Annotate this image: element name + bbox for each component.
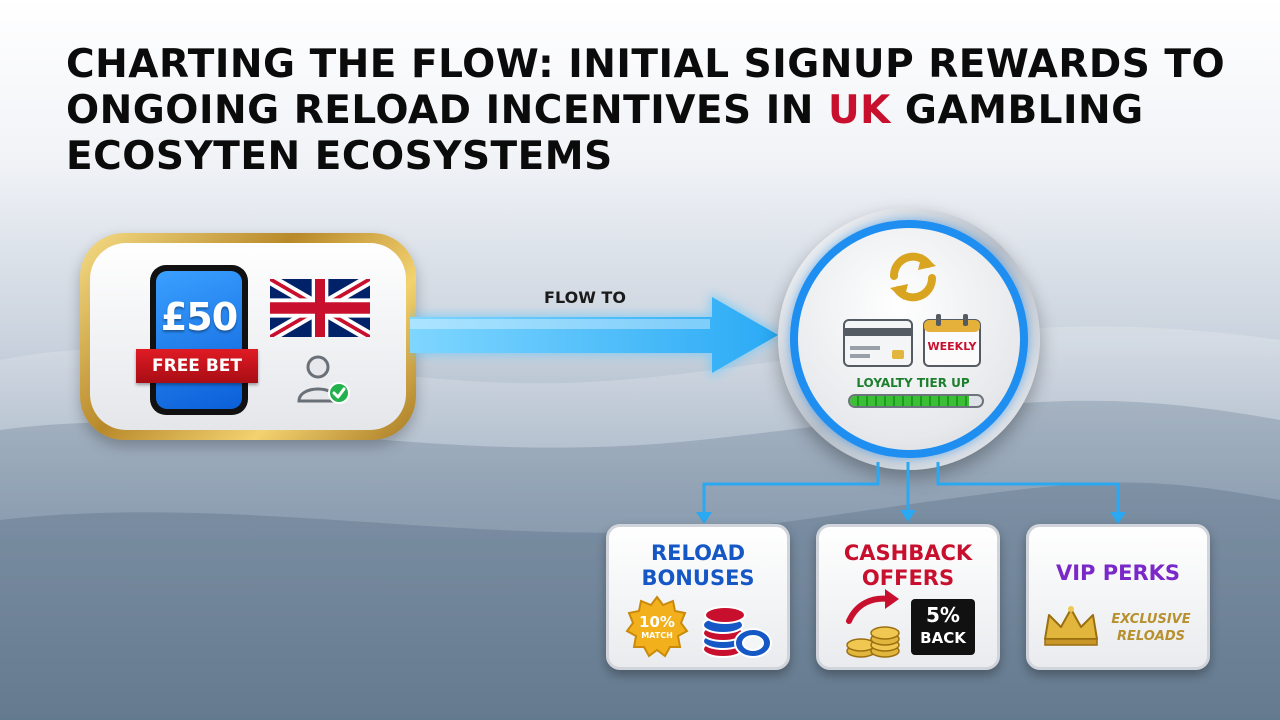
smartphone-icon: £50 [150,265,248,415]
match-percent: 10% [639,613,675,631]
signup-reward-card: £50 FREE BET [80,233,416,440]
credit-card-icon [843,319,913,367]
flow-label: FLOW TO [544,288,626,307]
free-bet-ribbon: FREE BET [136,349,258,383]
cashback-title-line-1: CASHBACK [843,541,973,565]
cashback-label: BACK [920,629,966,647]
loyalty-tier-label: LOYALTY TIER UP [856,376,970,390]
title-line-2-end: GAMBLING [890,88,1144,133]
vip-line-2: RELOADS [1117,629,1185,644]
cashback-percent: 5% [926,603,960,627]
vip-line-1: EXCLUSIVE [1111,612,1191,627]
reload-title-line-2: BONUSES [641,566,755,590]
cashback-title-line-2: OFFERS [861,566,955,590]
title-line-2-start: ONGOING RELOAD INCENTIVES IN [66,88,828,133]
uk-flag-icon [270,279,370,337]
match-label: MATCH [641,631,673,640]
cashback-box [911,599,975,655]
reload-title-line-1: RELOAD [650,541,746,565]
branch-connectors [696,462,1126,524]
weekly-label: WEEKLY [927,340,977,353]
vip-perks-card: VIP PERKS EXCLUSIVE RELOADS [1026,524,1210,670]
casino-chips-icon [702,606,772,658]
title-line-2: ONGOING RELOAD INCENTIVES IN UK GAMBLING [66,88,1256,134]
signup-card-inner: £50 FREE BET [90,243,406,430]
free-bet-amount: £50 [160,295,238,339]
reload-bonuses-title: RELOAD BONUSES [609,541,787,591]
title-line-1: CHARTING THE FLOW: INITIAL SIGNUP REWARD… [66,42,1226,87]
loyalty-progress-bar [848,394,984,408]
flow-arrow [410,293,782,377]
hub-ring: WEEKLY LOYALTY TIER UP [790,220,1028,458]
cashback-offers-card: CASHBACK OFFERS 5% BACK [816,524,1000,670]
reload-hub: WEEKLY LOYALTY TIER UP [778,208,1040,470]
page-title: CHARTING THE FLOW: INITIAL SIGNUP REWARD… [66,42,1256,180]
reload-bonuses-card: RELOAD BONUSES 10% MATCH [606,524,790,670]
loyalty-progress-fill [850,396,969,406]
refresh-icon [889,252,937,302]
calendar-icon [923,314,981,367]
title-line-3: ECOSYTEN ECOSYSTEMS [66,134,613,179]
vip-exclusive-reloads: EXCLUSIVE RELOADS [1097,611,1205,645]
hub-inner: WEEKLY LOYALTY TIER UP [798,228,1020,450]
coin-stack-icon [846,589,900,658]
phone-screen: £50 [156,271,242,409]
starburst-badge-icon [625,595,689,658]
verified-user-icon [297,355,350,404]
crown-icon [1044,606,1098,646]
vip-perks-title: VIP PERKS [1055,561,1181,585]
cashback-offers-title: CASHBACK OFFERS [819,541,997,591]
title-accent-uk: UK [827,88,891,133]
